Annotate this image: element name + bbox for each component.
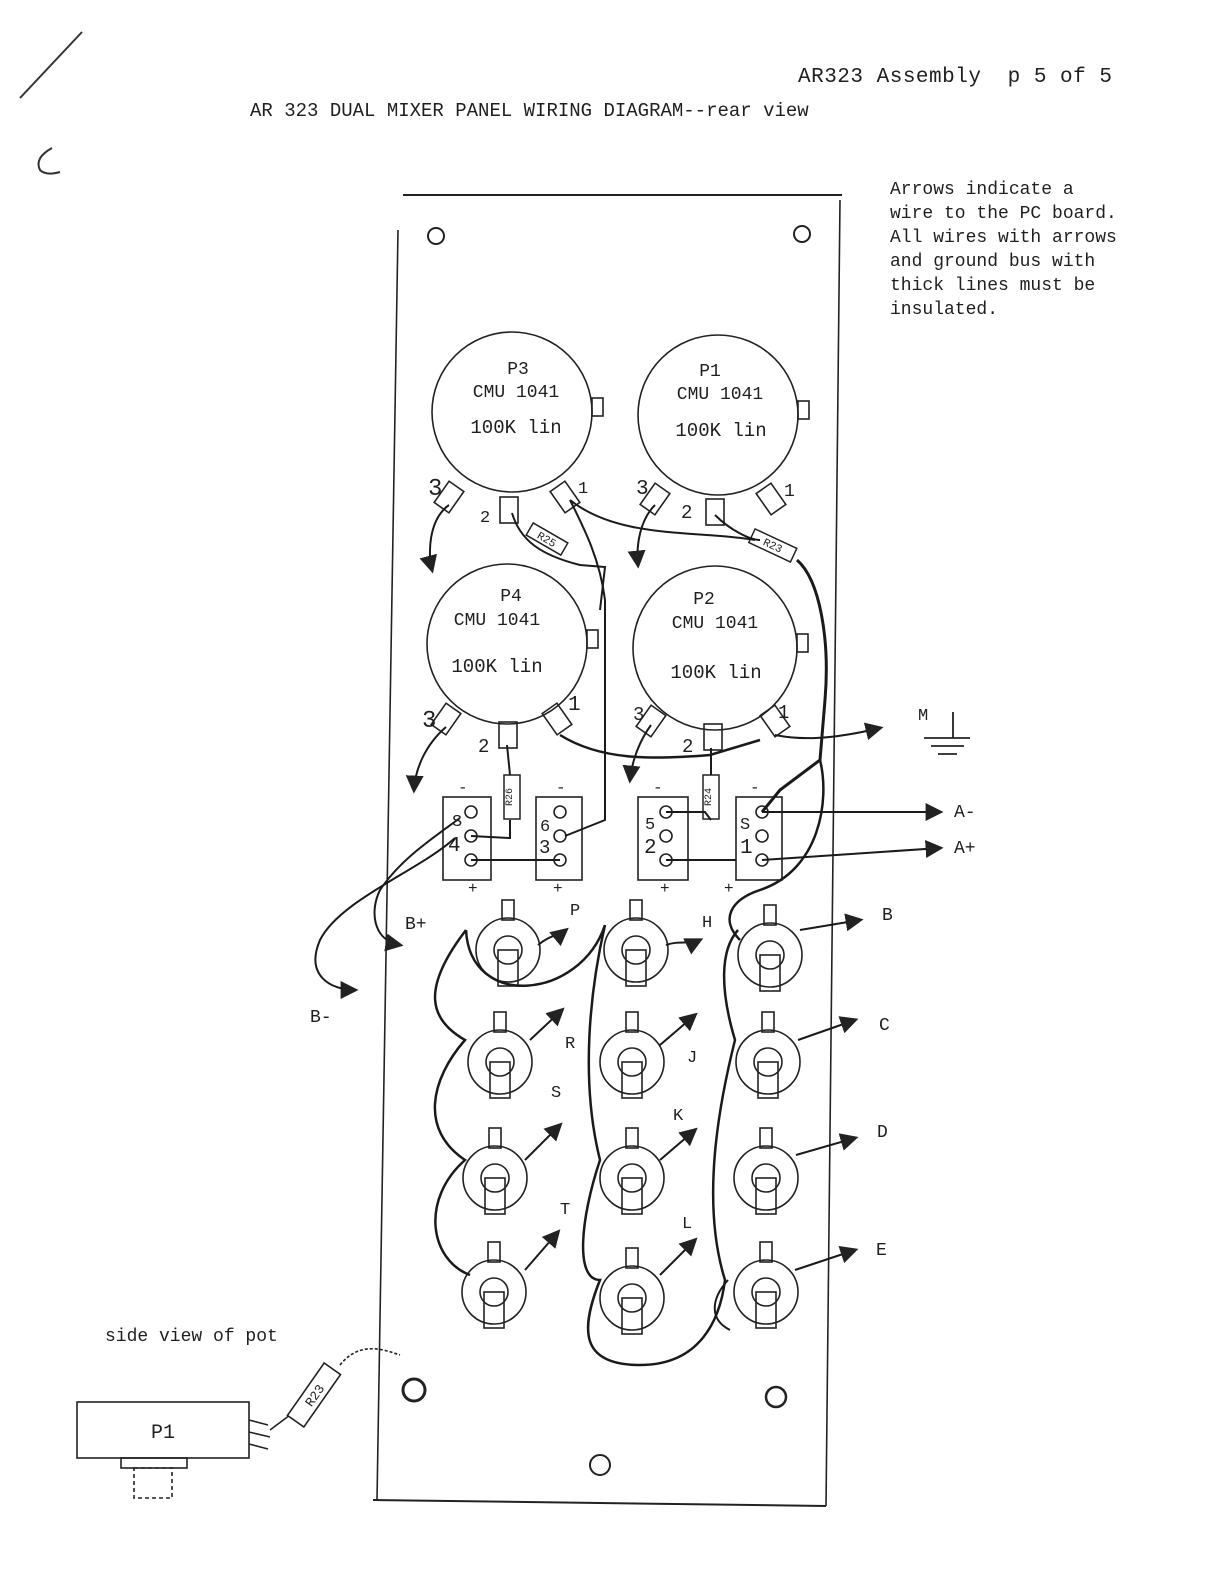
pc-label-b-minus: B- (310, 1008, 332, 1028)
jack (599, 1011, 665, 1099)
jack-label-l: L (682, 1215, 692, 1234)
side-view-pot (76, 1348, 401, 1499)
minus-sign: - (653, 779, 663, 797)
jack (733, 1241, 799, 1329)
plus-sign: + (724, 880, 734, 898)
minus-sign: - (750, 779, 760, 797)
polarity-signs: - - - - + + + + (458, 779, 760, 898)
pc-label-d: D (877, 1123, 888, 1143)
jack (467, 1011, 533, 1099)
panel-outline (372, 194, 842, 1507)
jack (733, 1127, 799, 1215)
tb4-num: 1 (740, 837, 753, 860)
pot-p4-model: CMU 1041 (454, 611, 540, 631)
jack (461, 1241, 527, 1329)
p4-pin-2: 2 (478, 736, 489, 758)
p3-pin-3: 3 (428, 476, 442, 503)
p1-pin-2: 2 (681, 502, 692, 524)
pot-p2 (632, 565, 809, 751)
jack-label-s: S (551, 1084, 561, 1103)
pot-p1-id: P1 (699, 362, 721, 382)
resistor-r26: R26 (503, 774, 521, 820)
pot-p4-id: P4 (500, 587, 522, 607)
jack (475, 899, 541, 987)
wiring (314, 499, 944, 1367)
r24-label: R24 (704, 788, 715, 806)
p3-pin-2: 2 (480, 509, 490, 528)
tb3-s: 5 (645, 816, 655, 835)
jack (737, 904, 803, 992)
p3-pin-1: 1 (578, 480, 588, 499)
pot-p3 (431, 331, 604, 524)
resistor-r23: R23 (747, 527, 798, 563)
tb4-s: S (740, 816, 750, 835)
jack-array (461, 899, 803, 1335)
wiring-note: Arrows indicate a wire to the PC board. … (890, 180, 1117, 320)
p1-pin-1: 1 (784, 482, 795, 502)
stray-marks (19, 31, 83, 175)
jack (462, 1127, 528, 1215)
p2-pin-2: 2 (682, 736, 693, 758)
pc-label-b-plus: B+ (405, 915, 427, 935)
tb1-s: S (452, 813, 462, 832)
pc-label-c: C (879, 1016, 890, 1036)
tb3-num: 2 (644, 837, 657, 860)
jack (603, 899, 669, 987)
pc-label-b: B (882, 906, 893, 926)
jack (599, 1247, 665, 1335)
pc-label-a-plus: A+ (954, 839, 976, 859)
pot-p2-value: 100K lin (670, 662, 761, 684)
ground-icon (924, 712, 970, 755)
p4-pin-3: 3 (422, 708, 436, 735)
plus-sign: + (660, 880, 670, 898)
p1-pin-3: 3 (636, 478, 649, 501)
jack (599, 1127, 665, 1215)
pot-p4-value: 100K lin (451, 656, 542, 678)
terminal-blocks (442, 796, 783, 881)
pot-p2-id: P2 (693, 590, 715, 610)
pot-p1-model: CMU 1041 (677, 385, 763, 405)
tb2-num: 3 (539, 837, 550, 859)
mounting-holes (401, 225, 811, 1476)
jack-label-r: R (565, 1035, 575, 1054)
pc-label-m: M (918, 707, 928, 726)
jack-label-k: K (673, 1107, 684, 1126)
jack (735, 1011, 801, 1099)
diagram-title: AR 323 DUAL MIXER PANEL WIRING DIAGRAM--… (250, 100, 809, 122)
jack-label-j: J (687, 1049, 697, 1068)
pot-p1-value: 100K lin (675, 420, 766, 442)
p2-pin-3: 3 (633, 704, 644, 726)
tb2-s: 6 (540, 818, 550, 837)
jack-label-p: P (570, 902, 580, 921)
minus-sign: - (458, 779, 468, 797)
jack-label-h: H (702, 914, 712, 933)
pot-p3-id: P3 (507, 360, 529, 380)
pot-p4 (426, 563, 599, 749)
jack-letters: P H R J S K T L (551, 902, 712, 1234)
jack-label-t: T (560, 1201, 570, 1220)
pot-pin-labels: 3 2 1 3 2 1 3 2 1 3 2 1 (422, 476, 795, 758)
plus-sign: + (553, 880, 563, 898)
side-view-pot-label: P1 (151, 1422, 175, 1445)
pc-label-e: E (876, 1241, 887, 1261)
minus-sign: - (556, 779, 566, 797)
resistor-r25: R25 (525, 521, 569, 557)
pot-p3-model: CMU 1041 (473, 383, 559, 403)
p4-pin-1: 1 (568, 694, 581, 717)
pc-label-a-minus: A- (954, 803, 976, 823)
page-reference: AR323 Assembly p 5 of 5 (798, 66, 1113, 89)
side-view-caption: side view of pot (105, 1327, 278, 1347)
pot-p2-model: CMU 1041 (672, 614, 758, 634)
r26-label: R26 (505, 788, 516, 806)
p2-pin-1: 1 (778, 702, 789, 724)
pot-p1 (637, 334, 810, 526)
plus-sign: + (468, 880, 478, 898)
pot-p3-value: 100K lin (470, 417, 561, 439)
